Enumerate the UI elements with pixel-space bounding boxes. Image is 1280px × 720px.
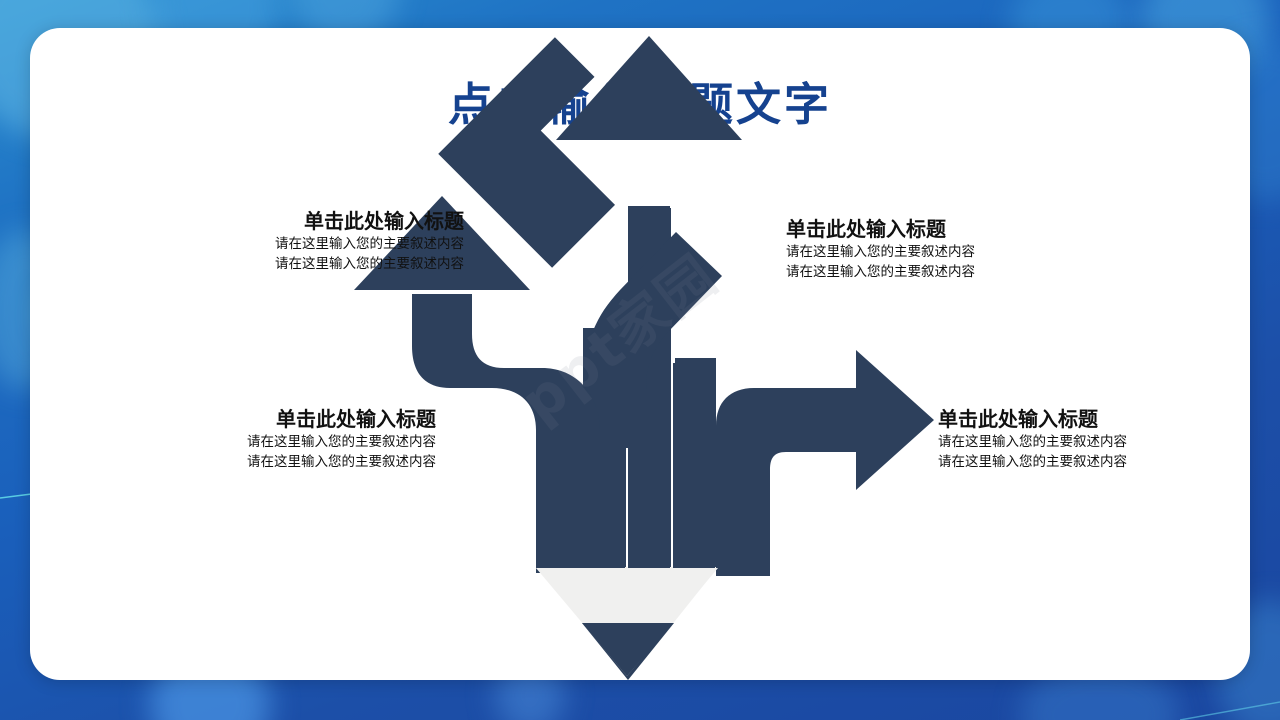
- branch-diagonal-head: [438, 37, 616, 268]
- block-heading: 单击此处输入标题: [276, 407, 436, 431]
- cyan-streak: [1180, 701, 1280, 720]
- block-line-1: 请在这里输入您的主要叙述内容: [247, 434, 436, 450]
- block-line-2: 请在这里输入您的主要叙述内容: [786, 263, 975, 280]
- branch-left-scurve-shaft: [412, 294, 600, 573]
- branch-left-scurve-head: [354, 196, 530, 290]
- block-heading: 单击此处输入标题: [304, 209, 464, 233]
- pencil-tip-body: [536, 568, 718, 676]
- center-up-arrow-head: [556, 36, 742, 140]
- block-heading: 单击此处输入标题: [786, 217, 946, 241]
- block-line-1: 请在这里输入您的主要叙述内容: [275, 236, 464, 252]
- arrow-diagram-shapes: [354, 36, 934, 676]
- block-line-1: 请在这里输入您的主要叙述内容: [938, 434, 1127, 450]
- pencil-tip-point: [582, 623, 673, 676]
- block-heading: 单击此处输入标题: [938, 407, 1098, 431]
- text-block-bottom-right[interactable]: 单击此处输入标题 请在这里输入您的主要叙述内容 请在这里输入您的主要叙述内容: [938, 406, 1204, 472]
- block-line-1: 请在这里输入您的主要叙述内容: [786, 244, 975, 260]
- content-card: 点击输入标题文字: [30, 28, 1250, 680]
- text-block-top-left[interactable]: 单击此处输入标题 请在这里输入您的主要叙述内容 请在这里输入您的主要叙述内容: [198, 208, 464, 274]
- pencil-slat-4: [673, 363, 715, 568]
- block-line-2: 请在这里输入您的主要叙述内容: [275, 255, 464, 272]
- block-line-2: 请在这里输入您的主要叙述内容: [247, 453, 436, 470]
- block-line-2: 请在这里输入您的主要叙述内容: [938, 453, 1127, 470]
- text-block-bottom-left[interactable]: 单击此处输入标题 请在这里输入您的主要叙述内容 请在这里输入您的主要叙述内容: [170, 406, 436, 472]
- branch-diagonal-shaft: [583, 232, 722, 448]
- branch-right-curved-arrow-final: [716, 350, 934, 576]
- text-block-top-right[interactable]: 单击此处输入标题 请在这里输入您的主要叙述内容 请在这里输入您的主要叙述内容: [786, 216, 1052, 282]
